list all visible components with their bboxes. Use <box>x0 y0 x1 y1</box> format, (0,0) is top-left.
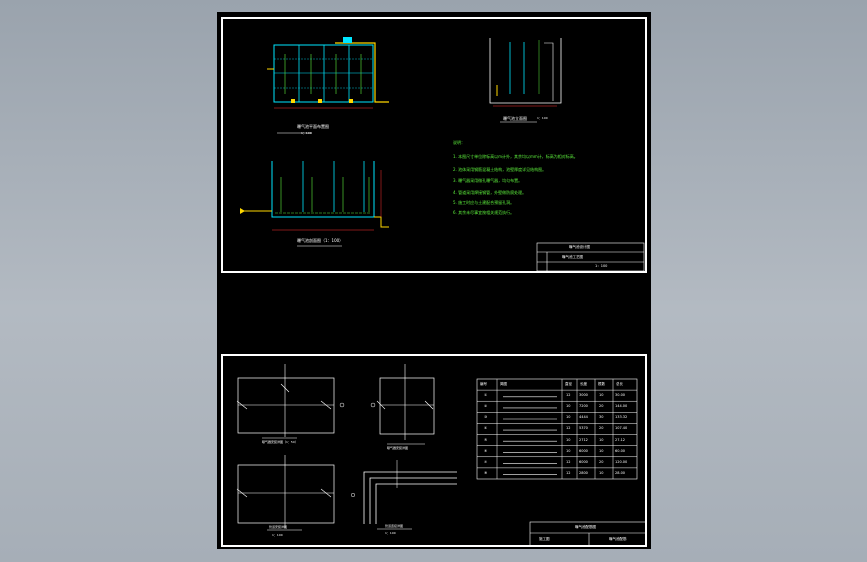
note-item: 3. 曝气器采用微孔曝气器，均匀布置。 <box>453 178 523 183</box>
table-cell-id: ④ <box>484 426 488 431</box>
table-cell-total: 133.32 <box>615 415 628 420</box>
bottom-title-block-header: 曝气池配筋图 <box>575 525 596 529</box>
bottom-title-block-right: 曝气池配筋 <box>609 537 627 541</box>
rebar-table-grid <box>476 378 638 480</box>
plan-view-scale: 1：100 <box>301 131 312 135</box>
table-cell-total: 107.40 <box>615 426 628 431</box>
detail-d-title: 管道连接详图 <box>385 524 404 528</box>
table-header-cell: 长度 <box>580 382 587 386</box>
elevation-a <box>489 38 562 123</box>
top-title-block <box>536 242 645 272</box>
table-cell-total: 30.00 <box>615 393 626 398</box>
note-item: 4. 管道采用焊接钢管，外壁做防腐处理。 <box>453 190 527 195</box>
table-cell-id: ⑤ <box>484 437 488 442</box>
table-cell-diameter: 12 <box>566 459 571 464</box>
bottom-drawing-graphics <box>236 364 647 547</box>
detail-b-title: 曝气器安装详图 <box>387 446 409 450</box>
bottom-title-block-left: 施工图 <box>539 537 550 541</box>
plan-view <box>267 37 389 134</box>
top-drawing-graphics <box>240 37 645 272</box>
notes-heading: 说明： <box>453 140 465 145</box>
table-cell-diameter: 10 <box>566 448 571 453</box>
rebar-table-rows <box>477 379 637 479</box>
table-cell-total: 144.00 <box>615 404 628 409</box>
table-cell-length: 6000 <box>579 459 588 464</box>
table-cell-length: 7200 <box>579 404 588 409</box>
table-cell-quantity: 10 <box>599 437 604 442</box>
table-cell-total: 28.00 <box>615 470 626 475</box>
bottom-drawing-frame <box>221 354 647 547</box>
detail-d-scale: 1：100 <box>385 531 396 535</box>
table-cell-quantity: 10 <box>599 448 604 453</box>
elevation-a-title: 曝气池立面图 <box>503 116 527 121</box>
detail-c-title: 管道安装详图 <box>269 525 288 529</box>
elevation-a-scale: 1：100 <box>537 116 548 120</box>
table-cell-id: ② <box>484 404 488 409</box>
plan-view-title: 曝气池平面布置图 <box>297 124 329 129</box>
top-title-block-header: 曝气池设计图 <box>569 245 590 249</box>
note-item: 2. 池体采用钢筋混凝土结构，池壁厚度详见结构图。 <box>453 167 547 172</box>
table-header-cell: 编号 <box>480 382 487 386</box>
table-cell-id: ⑧ <box>484 470 488 475</box>
table-header-cell: 总长 <box>616 382 623 386</box>
table-cell-length: 2800 <box>579 470 588 475</box>
note-item: 5. 施工时应与土建配合预留孔洞。 <box>453 200 515 205</box>
table-cell-quantity: 10 <box>599 393 604 398</box>
table-cell-length: 4444 <box>579 415 588 420</box>
table-cell-diameter: 10 <box>566 404 571 409</box>
table-cell-length: 5370 <box>579 426 588 431</box>
table-cell-diameter: 10 <box>566 437 571 442</box>
detail-d <box>350 460 457 530</box>
table-header-cell: 根数 <box>598 382 605 386</box>
drawing-sheet: 曝气池平面布置图 1：100 曝气池立面图 1：100 曝气池剖面图（1：100… <box>217 12 651 549</box>
table-cell-id: ③ <box>484 415 488 420</box>
top-title-block-row1: 曝气池工艺图 <box>562 255 583 259</box>
table-cell-quantity: 20 <box>599 459 604 464</box>
table-cell-diameter: 12 <box>566 470 571 475</box>
table-cell-diameter: 10 <box>566 415 571 420</box>
section-b <box>240 161 389 247</box>
table-cell-quantity: 20 <box>599 404 604 409</box>
top-drawing-frame <box>221 17 647 273</box>
note-item: 6. 其余未尽事宜按相关规范执行。 <box>453 210 515 215</box>
table-cell-length: 2712 <box>579 437 588 442</box>
note-item: 1. 本图尺寸单位除标高以m计外，其余均以mm计，标高为相对标高。 <box>453 154 578 159</box>
table-header-cell: 直径 <box>565 382 572 386</box>
table-cell-quantity: 30 <box>599 415 604 420</box>
table-cell-diameter: 12 <box>566 426 571 431</box>
table-header-cell: 简图 <box>500 382 507 386</box>
table-cell-id: ① <box>484 393 488 398</box>
table-cell-total: 27.12 <box>615 437 626 442</box>
detail-b <box>370 364 435 445</box>
table-cell-quantity: 20 <box>599 426 604 431</box>
detail-a <box>236 364 345 439</box>
detail-c-scale: 1：100 <box>272 533 283 537</box>
table-cell-length: 6000 <box>579 448 588 453</box>
table-cell-diameter: 12 <box>566 393 571 398</box>
table-cell-length: 3000 <box>579 393 588 398</box>
table-cell-id: ⑦ <box>484 459 488 464</box>
table-cell-quantity: 10 <box>599 470 604 475</box>
detail-a-title: 曝气器安装详图（1：50） <box>262 440 298 444</box>
bottom-title-block <box>529 521 647 547</box>
section-b-title: 曝气池剖面图（1：100） <box>297 238 344 243</box>
table-cell-id: ⑥ <box>484 448 488 453</box>
table-cell-total: 120.00 <box>615 459 628 464</box>
table-cell-total: 60.00 <box>615 448 626 453</box>
top-title-block-row2: 1：100 <box>595 264 608 268</box>
detail-c <box>236 455 335 531</box>
